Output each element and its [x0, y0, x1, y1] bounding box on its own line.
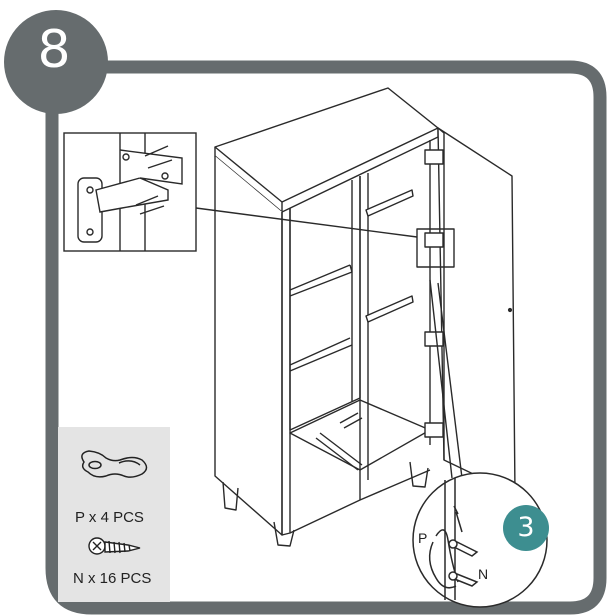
callout-label-p: P: [418, 530, 428, 546]
callout-badge: [503, 505, 549, 551]
step-number: 8: [37, 20, 71, 80]
hinge-detail-inset: [63, 132, 197, 252]
screw-icon: [88, 537, 141, 555]
part-n-quantity: N x 16 PCS: [73, 570, 152, 587]
callout-label-n: N: [478, 566, 489, 582]
part-p-quantity: P x 4 PCS: [75, 509, 144, 526]
bracket-icon: [81, 450, 148, 478]
wardrobe-drawing: [195, 87, 516, 547]
callout-badge-number: 3: [517, 512, 535, 543]
parts-panel: [58, 427, 170, 602]
bracket-callout: [412, 472, 548, 608]
step-number-badge: [4, 10, 108, 114]
